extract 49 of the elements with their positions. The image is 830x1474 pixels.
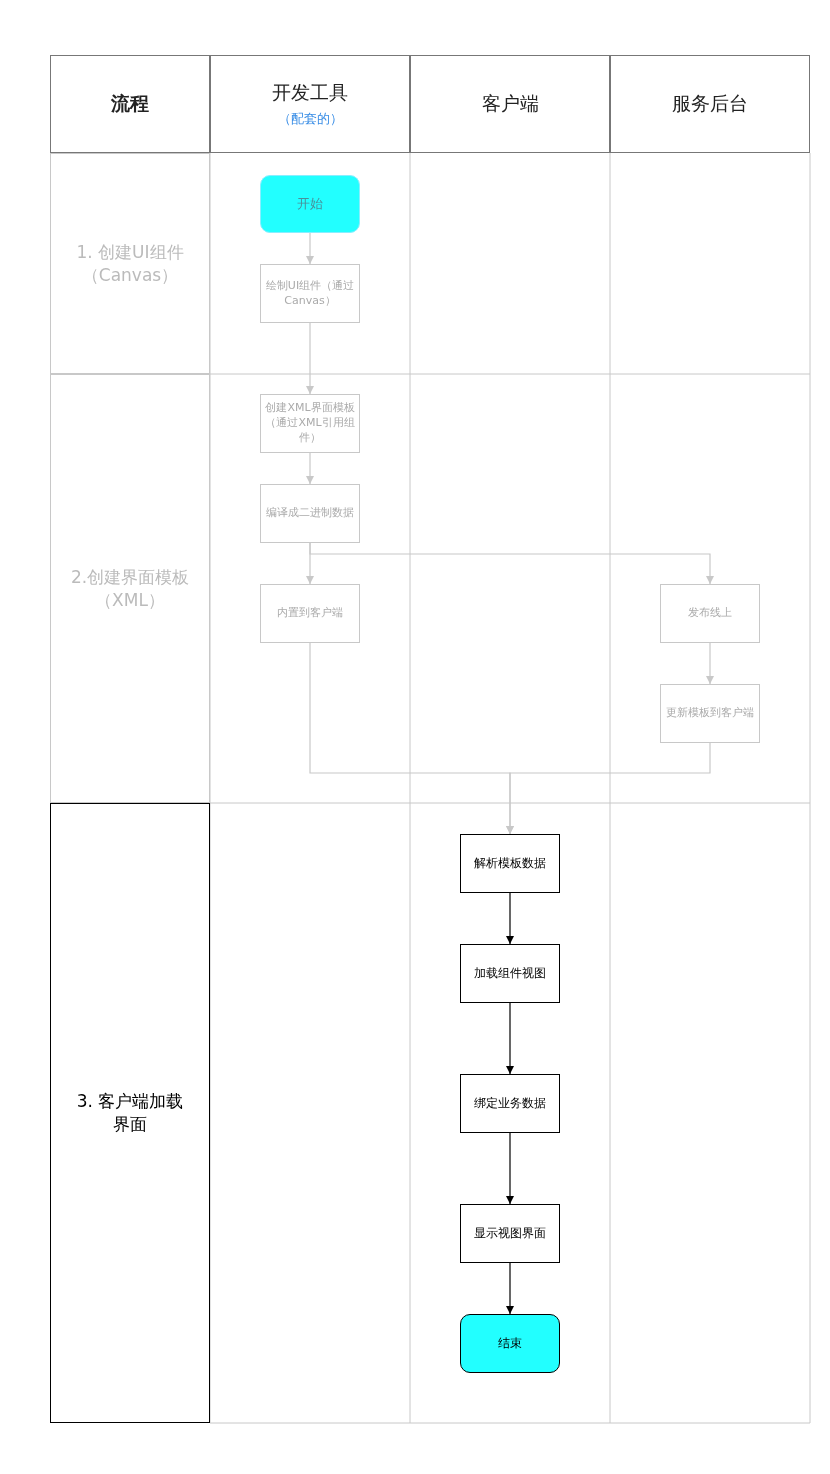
lane-header bbox=[610, 55, 810, 153]
stage-label bbox=[50, 803, 210, 1423]
process-box bbox=[260, 394, 360, 453]
node-label: 绘制UI组件（通过Canvas） bbox=[264, 278, 356, 309]
node-label: 内置到客户端 bbox=[277, 606, 343, 621]
process-box bbox=[660, 584, 760, 643]
arrow bbox=[506, 1262, 514, 1315]
process-box bbox=[260, 584, 360, 643]
arrow bbox=[306, 322, 314, 395]
node-label: 开始 bbox=[297, 195, 323, 213]
node-label: 服务后台 bbox=[672, 91, 748, 117]
arrow bbox=[506, 1002, 514, 1075]
node-label: 编译成二进制数据 bbox=[266, 506, 354, 521]
node-label: 2.创建界面模板（XML） bbox=[69, 565, 191, 612]
arrow bbox=[506, 892, 514, 945]
node-label: 客户端 bbox=[481, 91, 539, 117]
arrow bbox=[506, 1132, 514, 1205]
start-terminal bbox=[260, 175, 360, 233]
arrow bbox=[706, 642, 714, 685]
node-label: 3. 客户端加载界面 bbox=[75, 1090, 185, 1136]
process-box bbox=[460, 834, 560, 893]
arrow bbox=[306, 232, 314, 265]
process-box bbox=[460, 1074, 560, 1133]
node-label: 绑定业务数据 bbox=[474, 1095, 546, 1112]
stage-label bbox=[50, 153, 210, 374]
node-label: 发布线上 bbox=[688, 606, 732, 621]
node-label: 加载组件视图 bbox=[474, 965, 546, 982]
node-label: 解析模板数据 bbox=[474, 855, 546, 872]
node-label: 1. 创建UI组件（Canvas） bbox=[75, 240, 185, 287]
process-box bbox=[460, 944, 560, 1003]
arrow bbox=[306, 452, 314, 485]
process-box bbox=[260, 264, 360, 323]
process-box bbox=[660, 684, 760, 743]
node-label: 开发工具 bbox=[272, 80, 348, 106]
arrow bbox=[309, 542, 714, 585]
end-terminal bbox=[460, 1314, 560, 1373]
node-label: 更新模板到客户端 bbox=[666, 706, 754, 721]
lane-header bbox=[210, 55, 410, 153]
lane-header bbox=[50, 55, 210, 153]
node-label: 结束 bbox=[498, 1335, 522, 1352]
node-label: 显示视图界面 bbox=[474, 1225, 546, 1242]
arrow bbox=[506, 742, 711, 835]
node-label: 流程 bbox=[111, 91, 149, 117]
node-subtitle: （配套的） bbox=[277, 110, 343, 128]
node-label: 创建XML界面模板（通过XML引用组件） bbox=[264, 401, 356, 446]
stage-label bbox=[50, 374, 210, 803]
process-box bbox=[260, 484, 360, 543]
lane-header bbox=[410, 55, 610, 153]
process-box bbox=[460, 1204, 560, 1263]
